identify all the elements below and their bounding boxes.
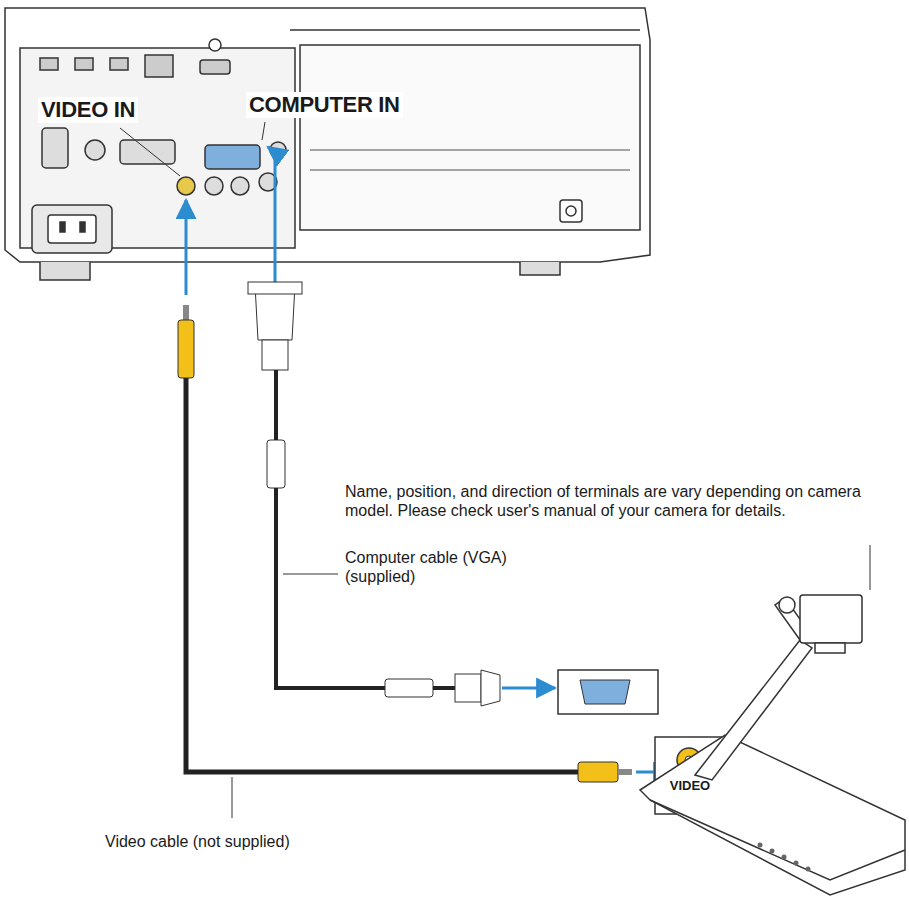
projector — [5, 8, 650, 280]
document-camera — [640, 595, 905, 895]
video-cable — [178, 305, 672, 782]
cable-label: Computer cable (VGA) (supplied) — [345, 548, 565, 586]
note-text: Name, position, and direction of termina… — [345, 482, 890, 520]
port-label: VIDEO IN — [38, 97, 138, 123]
port-label: COMPUTER IN — [246, 92, 403, 118]
cable-label: Video cable (not supplied) — [105, 832, 365, 851]
port-label: VIDEO — [662, 778, 718, 794]
